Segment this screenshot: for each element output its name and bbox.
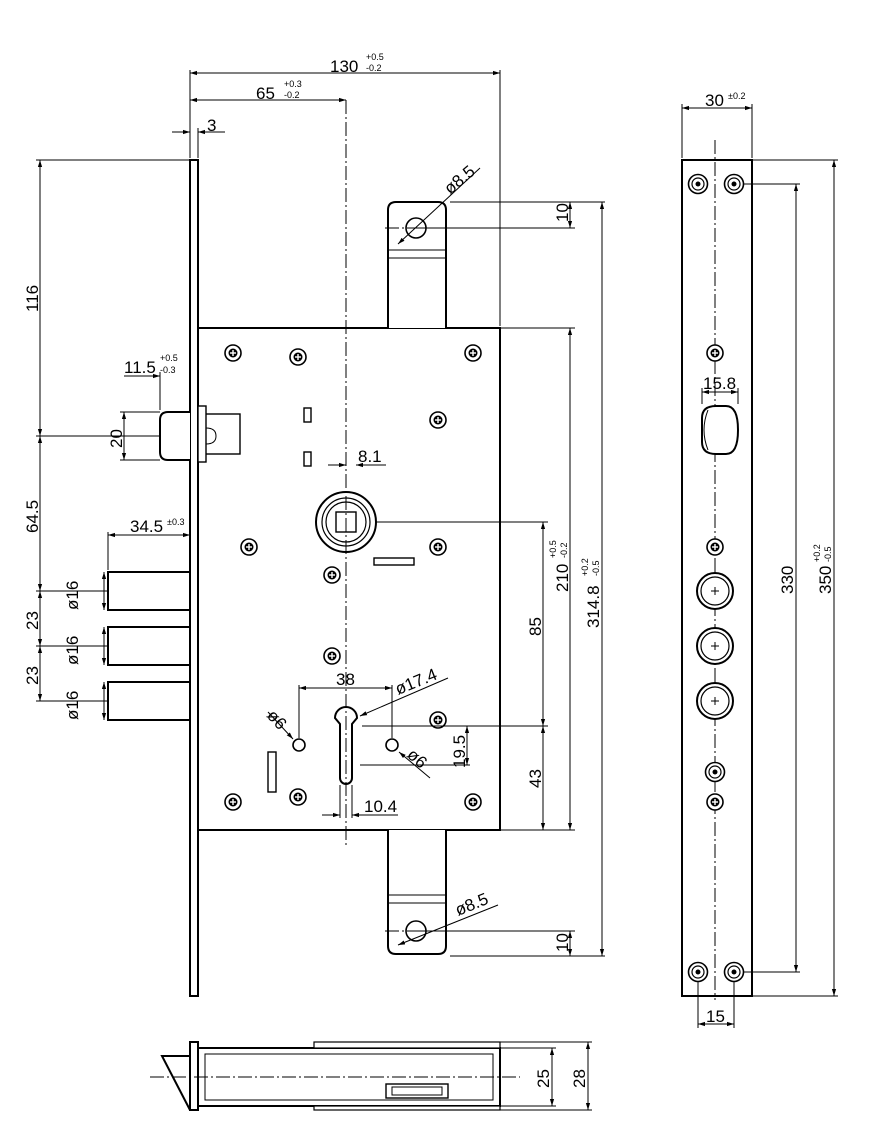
faceplate (189, 159, 199, 997)
case-screw (323, 647, 341, 665)
bottom-hook (387, 830, 447, 955)
faceplate-screw (706, 793, 724, 811)
dim-faceplate-width: 30 (705, 91, 724, 110)
faceplate-rivet (687, 961, 709, 983)
case-screw (224, 344, 242, 362)
case-screw (240, 538, 258, 556)
case-screw (429, 538, 447, 556)
case-screw (289, 788, 307, 806)
dim-faceplate-hole-span: 330 (778, 566, 797, 594)
dim-latch-offset-tol-minus: -0.3 (160, 365, 176, 375)
front-view: 130 +0.5 -0.2 65 +0.3 -0.2 3 116 64.5 23… (23, 52, 605, 997)
case-screw (224, 793, 242, 811)
dim-top-hole: ø8.5 (440, 162, 478, 198)
dim-backset-tol-plus: +0.3 (284, 79, 302, 89)
dim-overall-case-span: 314.8 (584, 585, 603, 628)
dim-overall-case-span-tol-minus: -0.5 (591, 560, 601, 576)
faceplate-rivet (687, 173, 709, 195)
dim-hole-offset-bottom: 10 (553, 933, 572, 952)
dim-faceplate-latch-width: 15.8 (703, 374, 736, 393)
case-screw (289, 348, 307, 366)
latch-bolt (159, 411, 190, 461)
dim-bolt-spacing-2: 23 (23, 666, 42, 685)
top-hook (387, 201, 447, 328)
dim-overall-width-tol-plus: +0.5 (366, 52, 384, 62)
dim-cylinder-pitch: 38 (336, 670, 355, 689)
cylinder-screw-hole-right (385, 738, 399, 752)
dim-hub-offset: 8.1 (358, 447, 382, 466)
dim-bolt-diameter-3: ø16 (63, 691, 82, 720)
dim-hole-offset-top: 10 (553, 203, 572, 222)
faceplate-latch-window (701, 405, 740, 455)
case-screw (429, 411, 447, 429)
faceplate-rivet (723, 961, 745, 983)
dim-cylinder-to-bottom: 43 (526, 769, 545, 788)
latch-profile (160, 1055, 191, 1111)
deadbolt-2 (107, 626, 191, 666)
dim-backset-tol-minus: -0.2 (284, 90, 300, 100)
dim-faceplate-hole-offset: 15 (706, 1007, 725, 1026)
dim-bolt-throw: 34.5 (130, 517, 163, 536)
dim-faceplate-length: 350 (816, 566, 835, 594)
dim-cylinder-slot-depth: 19.5 (450, 735, 469, 768)
dim-top-to-latch: 116 (23, 285, 42, 312)
dim-backset: 65 (256, 84, 275, 103)
dim-bolt-diameter-2: ø16 (63, 636, 82, 665)
dim-bolt-throw-tol: ±0.3 (167, 517, 184, 527)
dim-total-thickness: 28 (570, 1069, 589, 1088)
bottom-faceplate (189, 1041, 199, 1111)
dim-overall-case-span-tol-plus: +0.2 (580, 558, 590, 576)
faceplate-screw (706, 344, 724, 362)
case-screw (323, 566, 341, 584)
dim-latch-height: 20 (107, 429, 126, 448)
bottom-view: 25 28 (150, 1041, 592, 1111)
dim-overall-width-tol-minus: -0.2 (366, 63, 382, 73)
dim-bolt-spacing-1: 23 (23, 611, 42, 630)
faceplate-rivet (704, 761, 726, 783)
dim-case-thickness: 25 (534, 1069, 553, 1088)
dim-latch-to-bolt: 64.5 (23, 500, 42, 533)
dim-faceplate-length-tol-minus: -0.5 (823, 546, 833, 562)
faceplate-view: 30 ±0.2 15.8 330 350 +0.2 -0.5 15 (681, 91, 838, 1028)
faceplate-rivet (723, 173, 745, 195)
faceplate-screw (706, 538, 724, 556)
dim-latch-offset: 11.5 (124, 358, 156, 377)
dim-hub-to-cylinder-span: 210 (553, 564, 572, 592)
dim-hub-to-cylinder-span-tol-minus: -0.2 (559, 542, 569, 558)
dim-faceplate-length-tol-plus: +0.2 (812, 544, 822, 562)
dim-faceplate-width-tol: ±0.2 (728, 91, 745, 101)
dim-cylinder-slot-width: 10.4 (364, 797, 397, 816)
dim-latch-offset-tol-plus: +0.5 (160, 353, 178, 363)
dim-hub-to-cylinder: 85 (526, 617, 545, 636)
dim-faceplate-thickness: 3 (207, 116, 216, 135)
dim-hub-to-cylinder-span-tol-plus: +0.5 (548, 540, 558, 558)
case-screw (464, 344, 482, 362)
deadbolt-1 (107, 571, 191, 611)
deadbolt-3 (107, 681, 191, 721)
dim-overall-width: 130 (330, 57, 358, 76)
dim-bolt-diameter-1: ø16 (63, 581, 82, 610)
case-screw (464, 793, 482, 811)
cylinder-screw-hole-left (292, 738, 306, 752)
